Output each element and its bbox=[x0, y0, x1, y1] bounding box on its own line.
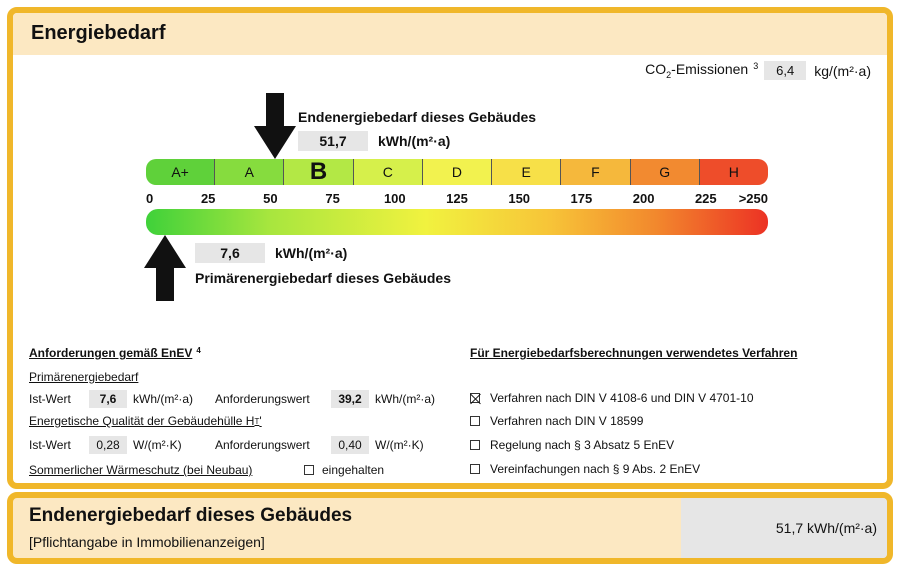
verfahren-heading: Für Energiebedarfsberechnungen verwendet… bbox=[470, 346, 798, 360]
sommer-checkbox[interactable] bbox=[304, 465, 314, 475]
verfahren-checkbox-3[interactable] bbox=[470, 440, 480, 450]
summary-card: Endenergiebedarf dieses Gebäudes [Pflich… bbox=[7, 492, 893, 564]
scale-tick-label: 200 bbox=[632, 191, 655, 206]
endenergie-value-row: 51,7 kWh/(m²·a) bbox=[298, 131, 450, 151]
verfahren-item-label: Verfahren nach DIN V 4108-6 und DIN V 47… bbox=[490, 391, 754, 405]
verfahren-checkbox-2[interactable] bbox=[470, 416, 480, 426]
anforderungen-heading: Anforderungen gemäß EnEV 4 bbox=[29, 346, 201, 360]
energy-class-segment: C bbox=[353, 159, 423, 185]
ist-value: 7,6 bbox=[89, 390, 127, 408]
anf-value-ht: 0,40 bbox=[331, 436, 369, 454]
energy-class-segment: A+ bbox=[146, 159, 216, 185]
huelle-values-row: Ist-Wert 0,28 W/(m²·K) Anforderungswert … bbox=[29, 436, 424, 454]
verfahren-item-label: Regelung nach § 3 Absatz 5 EnEV bbox=[490, 438, 675, 452]
co2-emissions: CO2-Emissionen 3 6,4 kg/(m²·a) bbox=[645, 61, 871, 80]
primaer-heading: Primärenergiebedarf bbox=[29, 370, 139, 384]
primaerenergie-arrow-up-icon bbox=[143, 235, 186, 301]
ist-unit-ht: W/(m²·K) bbox=[133, 438, 182, 452]
endenergie-unit: kWh/(m²·a) bbox=[378, 133, 451, 149]
energy-gradient-bar bbox=[146, 209, 768, 235]
primaerenergie-label: Primärenergiebedarf dieses Gebäudes bbox=[195, 270, 451, 286]
summary-title: Endenergiebedarf dieses Gebäudes bbox=[29, 505, 353, 526]
scale-tick-label: 25 bbox=[200, 191, 216, 206]
verfahren-item: Regelung nach § 3 Absatz 5 EnEV bbox=[470, 438, 674, 452]
anf-unit-ht: W/(m²·K) bbox=[375, 438, 424, 452]
scale-tick-label: 50 bbox=[263, 191, 278, 206]
ist-label-ht: Ist-Wert bbox=[29, 438, 71, 452]
co2-unit: kg/(m²·a) bbox=[814, 62, 871, 79]
endenergie-arrow-down-icon bbox=[253, 93, 296, 159]
summary-subtitle: [Pflichtangabe in Immobilienanzeigen] bbox=[29, 534, 265, 550]
energy-class-segment: F bbox=[561, 159, 631, 185]
energiebedarf-card: Energiebedarf CO2-Emissionen 3 6,4 kg/(m… bbox=[7, 7, 893, 489]
ist-value-ht: 0,28 bbox=[89, 436, 127, 454]
primaerenergie-value: 7,6 bbox=[195, 243, 265, 263]
energy-class-segment: A bbox=[215, 159, 285, 185]
scale-ticks: 0 25 50 75 100 125 150 175 200 225 >250 bbox=[146, 191, 768, 209]
sommer-check-label: eingehalten bbox=[322, 463, 385, 477]
scale-tick-label: 125 bbox=[446, 191, 468, 206]
ist-label: Ist-Wert bbox=[29, 392, 71, 406]
energy-class-segment: H bbox=[699, 159, 768, 185]
co2-value: 6,4 bbox=[764, 61, 807, 80]
scale-tick-label: 0 bbox=[146, 191, 154, 206]
sommer-label: Sommerlicher Wärmeschutz (bei Neubau) bbox=[29, 463, 253, 477]
verfahren-checkbox-1[interactable] bbox=[470, 393, 480, 403]
huelle-heading: Energetische Qualität der Gebäudehülle H… bbox=[29, 414, 262, 428]
primaerenergie-unit: kWh/(m²·a) bbox=[275, 245, 348, 261]
verfahren-item: Vereinfachungen nach § 9 Abs. 2 EnEV bbox=[470, 462, 700, 476]
anf-label-ht: Anforderungswert bbox=[215, 438, 310, 452]
scale-tick-label: 175 bbox=[570, 191, 593, 206]
anf-label: Anforderungswert bbox=[215, 392, 310, 406]
anforderungen-footnote: 4 bbox=[196, 346, 201, 355]
verfahren-checkbox-4[interactable] bbox=[470, 464, 480, 474]
summary-value: 51,7 kWh/(m²·a) bbox=[775, 520, 877, 536]
energy-class-segment: E bbox=[492, 159, 562, 185]
summary-value-box: 51,7 kWh/(m²·a) bbox=[681, 498, 887, 558]
primaer-values-row: Ist-Wert 7,6 kWh/(m²·a) Anforderungswert… bbox=[29, 390, 435, 408]
scale-tick-label: 75 bbox=[325, 191, 340, 206]
scale-tick-label: 150 bbox=[508, 191, 531, 206]
anf-value: 39,2 bbox=[331, 390, 369, 408]
scale-tick-label: >250 bbox=[738, 191, 768, 206]
anf-unit: kWh/(m²·a) bbox=[375, 392, 435, 406]
energy-class-segment: B bbox=[284, 159, 354, 185]
verfahren-item: Verfahren nach DIN V 18599 bbox=[470, 414, 643, 428]
verfahren-item: Verfahren nach DIN V 4108-6 und DIN V 47… bbox=[470, 391, 754, 405]
energy-class-segment: D bbox=[422, 159, 493, 185]
endenergie-value: 51,7 bbox=[298, 131, 368, 151]
scale-tick-label: 100 bbox=[383, 191, 406, 206]
primaerenergie-value-row: 7,6 kWh/(m²·a) bbox=[195, 243, 347, 263]
co2-footnote: 3 bbox=[753, 61, 759, 71]
co2-label: CO2-Emissionen bbox=[645, 61, 749, 80]
card-title: Energiebedarf bbox=[31, 22, 166, 44]
card-header: Energiebedarf bbox=[13, 13, 887, 55]
scale-tick-label: 225 bbox=[694, 191, 717, 206]
endenergie-label: Endenergiebedarf dieses Gebäudes bbox=[298, 109, 537, 125]
verfahren-item-label: Vereinfachungen nach § 9 Abs. 2 EnEV bbox=[490, 462, 701, 476]
verfahren-item-label: Verfahren nach DIN V 18599 bbox=[490, 414, 644, 428]
ist-unit: kWh/(m²·a) bbox=[133, 392, 193, 406]
sommer-row: Sommerlicher Wärmeschutz (bei Neubau) ei… bbox=[29, 463, 384, 477]
energy-class-segment: G bbox=[630, 159, 700, 185]
